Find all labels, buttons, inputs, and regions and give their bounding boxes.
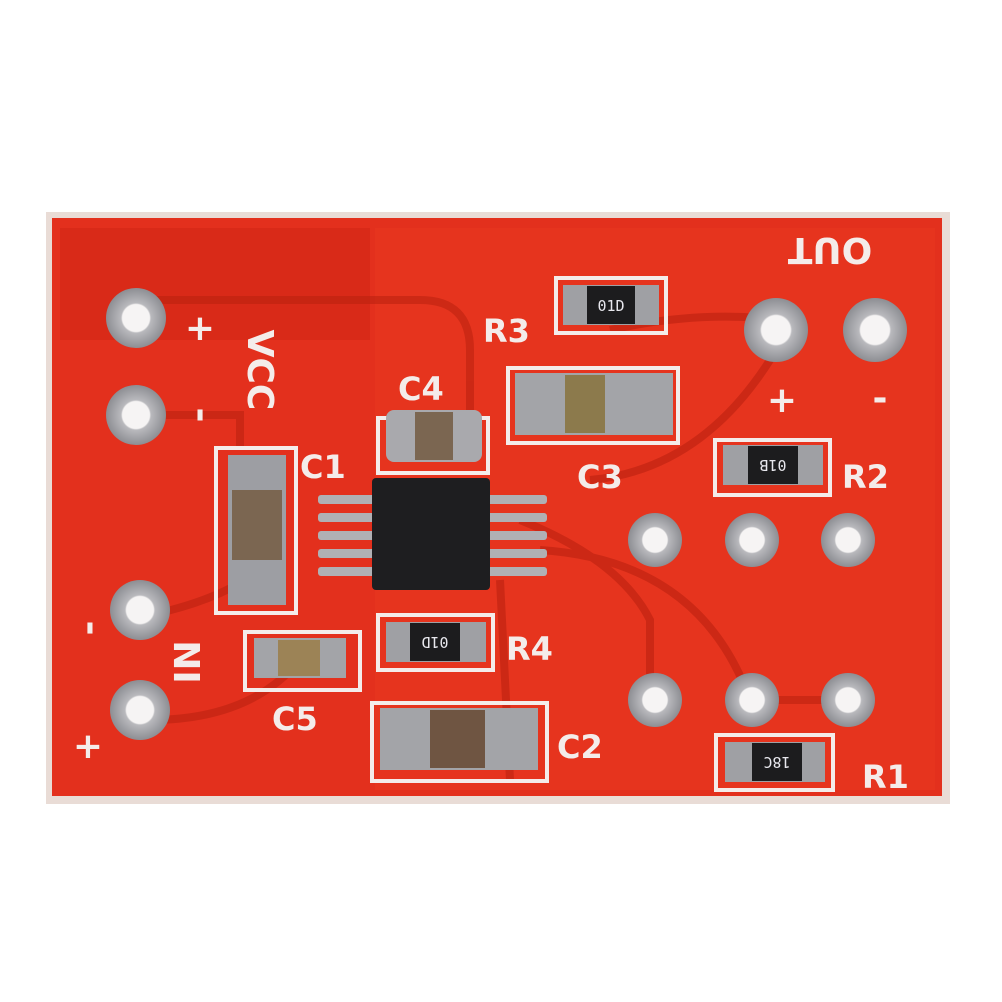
r3-label: R3 — [483, 312, 530, 350]
resistors — [386, 285, 825, 782]
c4-label: C4 — [398, 370, 444, 408]
vcc-label: VCC — [239, 330, 280, 411]
c2-label: C2 — [557, 728, 603, 766]
r2-label: R2 — [842, 458, 889, 496]
out-plus-label: + — [767, 380, 797, 421]
through-hole-pads — [106, 288, 907, 740]
r1-label: R1 — [862, 758, 909, 796]
silkscreen-outlines — [214, 276, 835, 792]
vcc-plus-label: + — [185, 308, 215, 349]
c5-label: C5 — [272, 700, 318, 738]
r3-code: 01D — [597, 297, 624, 315]
vcc-minus-label: - — [181, 408, 222, 423]
in-minus-label: - — [68, 621, 109, 636]
out-minus-label: - — [873, 378, 888, 419]
c3-label: C3 — [577, 458, 623, 496]
c1-label: C1 — [300, 448, 346, 486]
capacitors — [228, 373, 673, 770]
ic-chip — [318, 478, 547, 590]
in-plus-label: + — [73, 726, 103, 767]
r2-code: 01B — [759, 456, 786, 474]
r4-code: 01D — [421, 633, 448, 651]
r1-code: 18C — [763, 753, 790, 771]
r4-label: R4 — [506, 630, 553, 668]
in-label: IN — [168, 640, 209, 684]
out-label: OUT — [787, 229, 872, 270]
